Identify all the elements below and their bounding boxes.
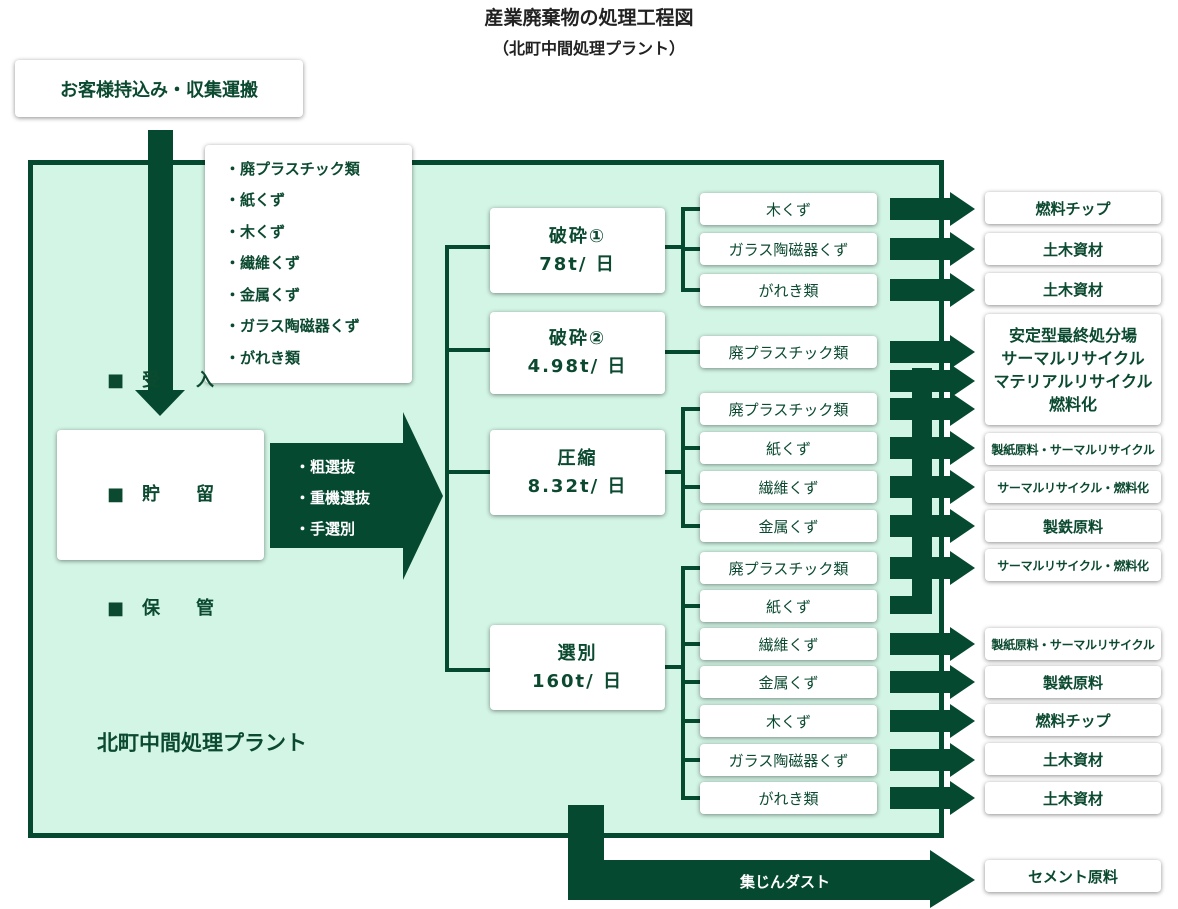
dest-line: マテリアルリサイクル: [993, 371, 1153, 391]
output-arrow: [890, 364, 975, 398]
output-arrow: [890, 335, 975, 369]
receiving-step: ■ 貯 留: [106, 484, 214, 505]
destination-box: 燃料チップ: [985, 192, 1161, 224]
waste-item: ・ガラス陶磁器くず: [225, 317, 360, 336]
waste-item-box: 木くず: [700, 193, 877, 225]
waste-item-box: 廃プラスチック類: [700, 552, 877, 584]
output-arrow: [890, 509, 975, 543]
waste-item: ・紙くず: [225, 191, 286, 210]
waste-item: ・がれき類: [225, 348, 301, 367]
output-arrow: [890, 192, 975, 226]
output-arrow: [890, 781, 975, 815]
process-name: 選別: [557, 642, 598, 664]
output-arrow: [890, 665, 975, 699]
waste-item: ・木くず: [225, 222, 286, 241]
waste-item-box: 木くず: [700, 705, 877, 737]
destination-box: 土木資材: [985, 782, 1161, 814]
receiving-step: ■ 保 管: [106, 598, 214, 619]
process-name: 破砕①: [548, 225, 607, 247]
destination-box: 製鉄原料: [985, 510, 1161, 542]
destination-box: 製紙原料・サーマルリサイクル: [985, 628, 1161, 660]
waste-item-box: 繊維くず: [700, 628, 877, 660]
crush1-bracket: [665, 207, 700, 292]
destination-box: セメント原料: [985, 860, 1161, 892]
output-arrow: [890, 232, 975, 266]
presort-arrow: [270, 412, 443, 580]
process-capacity: 160t/ 日: [531, 670, 624, 692]
presort-list: ・粗選抜 ・重機選抜 ・手選別: [295, 452, 370, 545]
waste-item: ・繊維くず: [225, 254, 301, 273]
destination-box: 土木資材: [985, 233, 1161, 265]
receiving-step: ■ 受 入: [106, 370, 214, 391]
process-capacity: 78t/ 日: [539, 253, 616, 275]
output-arrow: [890, 392, 975, 426]
waste-item-box: ガラス陶磁器くず: [700, 744, 877, 776]
destination-box: サーマルリサイクル・燃料化: [985, 549, 1161, 581]
dest-line: 燃料化: [1048, 394, 1097, 414]
waste-item-box: 廃プラスチック類: [700, 336, 877, 368]
presort-step: ・重機選抜: [295, 489, 371, 507]
output-arrow: [890, 743, 975, 777]
destination-box: 土木資材: [985, 743, 1161, 775]
destination-box: 製鉄原料: [985, 666, 1161, 698]
waste-item-box: ガラス陶磁器くず: [700, 233, 877, 265]
source-box: お客様持込み・収集運搬: [15, 60, 303, 117]
process-capacity: 8.32t/ 日: [527, 475, 628, 497]
presort-step: ・手選別: [295, 520, 356, 538]
dust-arrow: [568, 805, 975, 908]
waste-item-box: 紙くず: [700, 432, 877, 464]
process-crush-2: 破砕② 4.98t/ 日: [490, 312, 665, 394]
waste-item-box: がれき類: [700, 274, 877, 306]
output-arrow: [890, 470, 975, 504]
process-bracket: [445, 245, 490, 672]
process-name: 破砕②: [548, 328, 607, 350]
sort-bracket: [665, 566, 700, 800]
intake-down-arrow: [135, 130, 185, 416]
dest-line: 安定型最終処分場: [1008, 325, 1137, 345]
output-arrow: [890, 704, 975, 738]
dest-line: サーマルリサイクル: [1001, 348, 1145, 368]
waste-item-box: 金属くず: [700, 510, 877, 542]
dest-landfill-recycle: 安定型最終処分場 サーマルリサイクル マテリアルリサイクル 燃料化: [985, 314, 1161, 425]
accepted-waste-list: ・廃プラスチック類 ・紙くず ・木くず ・繊維くず ・金属くず ・ガラス陶磁器く…: [205, 145, 412, 383]
destination-box: 燃料チップ: [985, 704, 1161, 736]
presort-step: ・粗選抜: [295, 458, 356, 476]
process-capacity: 4.98t/ 日: [527, 356, 628, 377]
output-arrow: [890, 431, 975, 465]
dust-label: 集じんダスト: [740, 873, 831, 891]
destination-box: 土木資材: [985, 273, 1161, 305]
merge-stub: [890, 596, 932, 614]
output-arrow: [890, 273, 975, 307]
waste-item-box: 繊維くず: [700, 471, 877, 503]
destination-box: サーマルリサイクル・燃料化: [985, 471, 1161, 503]
waste-item: ・廃プラスチック類: [225, 159, 360, 178]
waste-item: ・金属くず: [225, 285, 301, 304]
waste-item-box: 紙くず: [700, 590, 877, 622]
waste-item-box: 廃プラスチック類: [700, 393, 877, 425]
diagram-title: 産業廃棄物の処理工程図: [484, 7, 694, 29]
compress-bracket: [665, 407, 700, 528]
output-arrow: [890, 551, 975, 585]
destination-box: 製紙原料・サーマルリサイクル: [985, 433, 1161, 465]
waste-item-box: がれき類: [700, 782, 877, 814]
receiving-box: ■ 受 入 ■ 貯 留 ■ 保 管: [57, 370, 264, 619]
process-crush-1: 破砕① 78t/ 日: [490, 208, 665, 293]
diagram-subtitle: （北町中間処理プラント）: [492, 39, 685, 58]
plant-label: 北町中間処理プラント: [97, 731, 307, 755]
process-name: 圧縮: [557, 447, 598, 469]
process-compress: 圧縮 8.32t/ 日: [490, 430, 665, 515]
process-sort: 選別 160t/ 日: [490, 625, 665, 710]
waste-item-box: 金属くず: [700, 666, 877, 698]
output-arrow: [890, 627, 975, 661]
